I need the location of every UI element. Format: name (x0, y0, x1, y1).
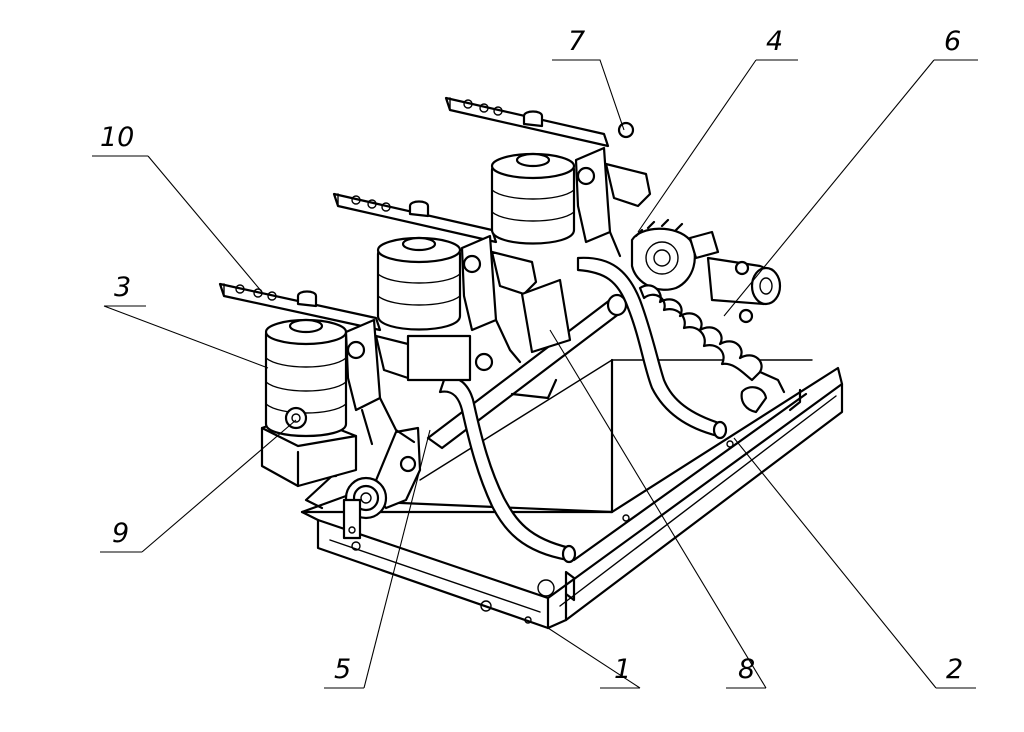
callout-label-9: 9 (112, 518, 129, 549)
pole-front (218, 282, 422, 488)
spring-mechanism (630, 218, 786, 414)
pole-middle (332, 192, 538, 382)
callout-label-7: 7 (568, 26, 585, 57)
callout-label-1: 1 (614, 654, 631, 685)
callout-label-4: 4 (766, 26, 783, 57)
pole-rear (444, 96, 652, 354)
drive-lever (304, 426, 422, 540)
callout-label-8: 8 (738, 654, 755, 685)
callout-label-10: 10 (100, 122, 134, 153)
callout-label-3: 3 (114, 272, 131, 303)
callout-label-6: 6 (944, 26, 961, 57)
callout-label-5: 5 (334, 654, 351, 685)
linkage-rods (438, 256, 728, 564)
leader-lines (92, 59, 978, 689)
callout-label-2: 2 (946, 654, 963, 685)
main-shaft (426, 293, 628, 450)
